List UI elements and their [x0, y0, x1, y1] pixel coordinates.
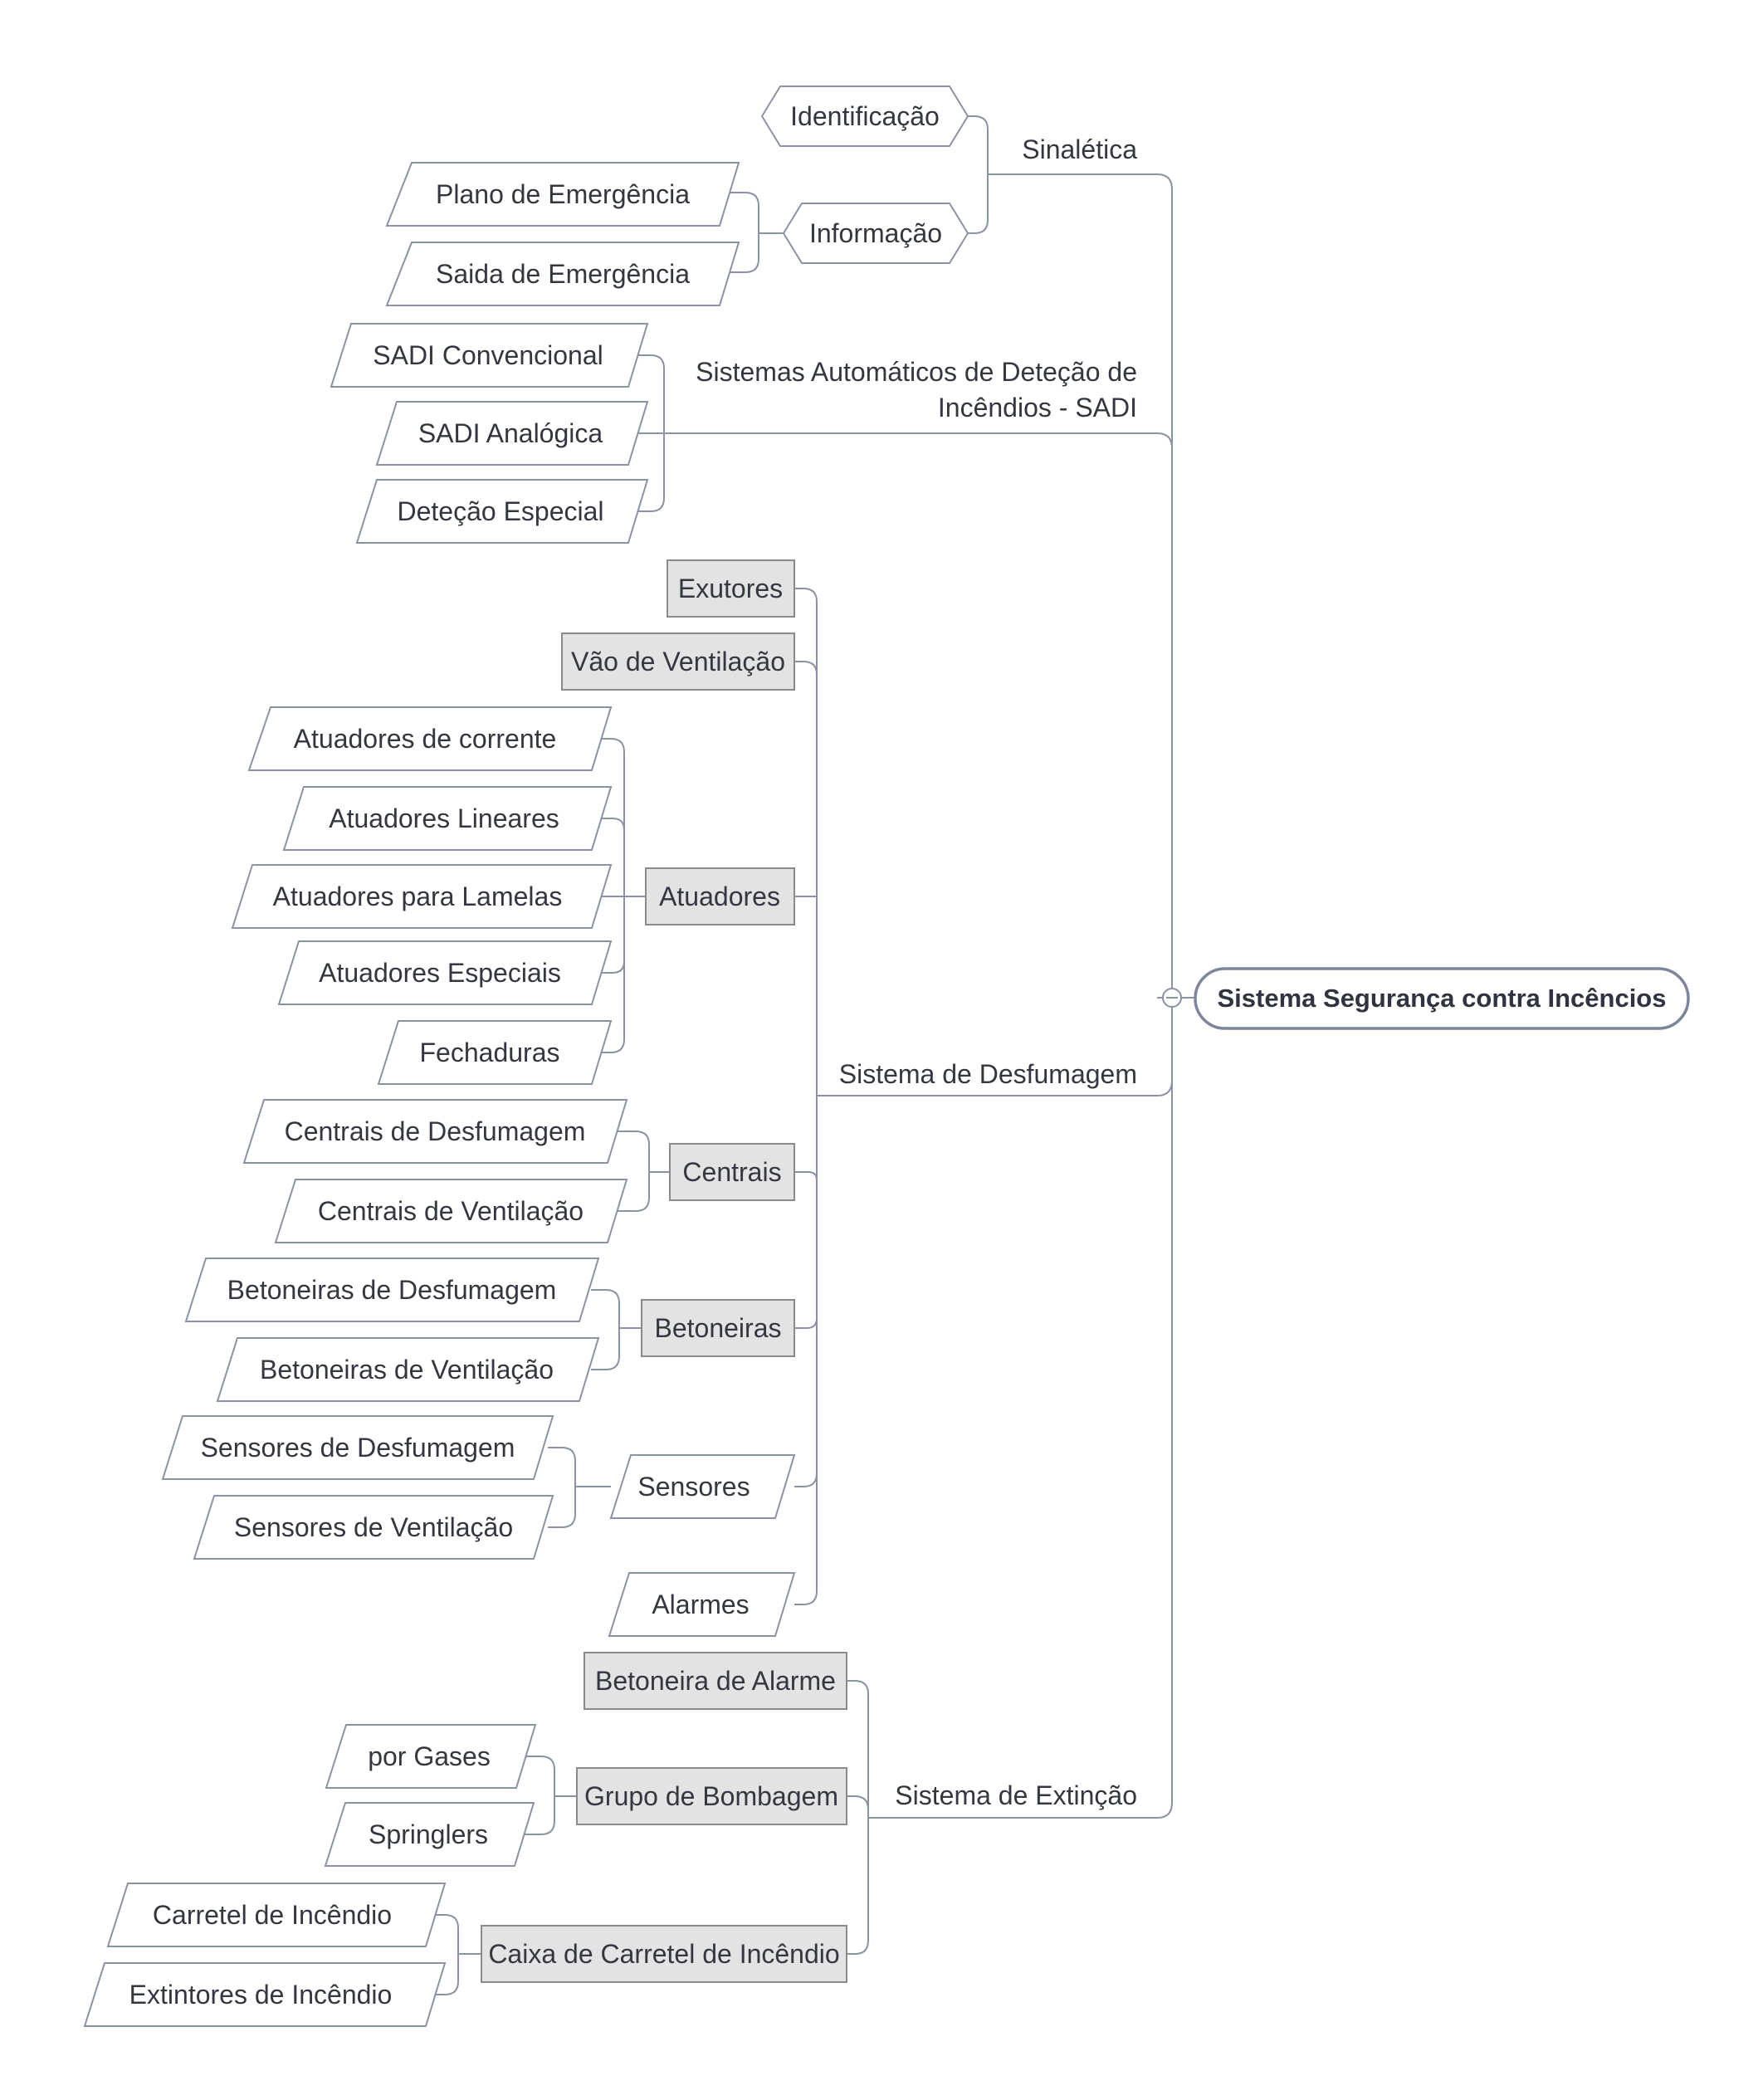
node-betoneiras-label: Betoneiras [655, 1313, 782, 1343]
node-por-gases-label: por Gases [368, 1741, 491, 1771]
sinaletica-connector [968, 115, 989, 234]
node-fechaduras[interactable]: Fechaduras [377, 1020, 613, 1085]
caixa-carretel-connector [426, 1914, 481, 1995]
node-grupo-bombagem[interactable]: Grupo de Bombagem [576, 1767, 847, 1825]
node-betoneiras[interactable]: Betoneiras [641, 1299, 795, 1357]
node-vao-ventilacao-label: Vão de Ventilação [571, 647, 785, 676]
node-alarmes[interactable]: Alarmes [608, 1572, 796, 1637]
node-centrais-ventilacao[interactable]: Centrais de Ventilação [274, 1179, 628, 1243]
root-label: Sistema Segurança contra Incêncios [1218, 984, 1667, 1013]
node-identificacao[interactable]: Identificação [760, 85, 969, 147]
node-sensores-desfumagem-label: Sensores de Desfumagem [201, 1433, 515, 1463]
node-centrais-ventilacao-label: Centrais de Ventilação [318, 1196, 584, 1226]
node-sadi-analogica-label: SADI Analógica [418, 418, 603, 448]
node-exutores-label: Exutores [678, 574, 783, 603]
node-atuadores-corrente-label: Atuadores de corrente [294, 724, 557, 754]
node-sensores-ventilacao[interactable]: Sensores de Ventilação [193, 1495, 554, 1560]
node-sadi-analogica[interactable]: SADI Analógica [375, 401, 649, 466]
node-betoneira-alarme-label: Betoneira de Alarme [595, 1666, 836, 1696]
node-centrais-desfumagem[interactable]: Centrais de Desfumagem [242, 1099, 628, 1164]
node-betoneiras-desfumagem[interactable]: Betoneiras de Desfumagem [184, 1258, 600, 1322]
node-plano-emergencia-label: Plano de Emergência [436, 179, 690, 209]
node-carretel-incendio[interactable]: Carretel de Incêndio [106, 1883, 447, 1947]
atuadores-connector [592, 738, 646, 1053]
node-deteccao-especial-label: Deteção Especial [397, 496, 603, 526]
node-extintores-incendio-label: Extintores de Incêndio [129, 1980, 393, 2010]
connectors [426, 115, 1195, 1995]
root-node[interactable]: Sistema Segurança contra Incêncios [1194, 967, 1690, 1030]
node-centrais-label: Centrais [682, 1157, 781, 1187]
node-sensores-label: Sensores [637, 1472, 750, 1502]
node-betoneiras-ventilacao-label: Betoneiras de Ventilação [260, 1355, 554, 1385]
node-informacao[interactable]: Informação [782, 203, 969, 264]
betoneiras-connector [591, 1289, 642, 1370]
node-centrais-desfumagem-label: Centrais de Desfumagem [285, 1116, 586, 1146]
node-atuadores-especiais-label: Atuadores Especiais [319, 958, 561, 988]
node-atuadores[interactable]: Atuadores [645, 867, 795, 925]
node-informacao-label: Informação [809, 218, 942, 248]
node-extintores-incendio[interactable]: Extintores de Incêndio [83, 1962, 447, 2027]
node-springlers-label: Springlers [369, 1819, 488, 1849]
node-atuadores-lineares-label: Atuadores Lineares [329, 803, 559, 833]
node-carretel-incendio-label: Carretel de Incêndio [153, 1900, 392, 1930]
informacao-connector [720, 192, 784, 273]
node-atuadores-lamelas[interactable]: Atuadores para Lamelas [231, 864, 613, 929]
branch-sadi-line1[interactable]: Sistemas Automáticos de Deteção de [696, 357, 1137, 387]
node-fechaduras-label: Fechaduras [420, 1038, 560, 1067]
node-atuadores-lamelas-label: Atuadores para Lamelas [273, 882, 563, 911]
node-vao-ventilacao[interactable]: Vão de Ventilação [561, 632, 795, 691]
node-identificacao-label: Identificação [790, 101, 940, 131]
node-sensores[interactable]: Sensores [609, 1454, 796, 1519]
sadi-connector [628, 354, 679, 512]
node-betoneiras-ventilacao[interactable]: Betoneiras de Ventilação [216, 1337, 600, 1402]
node-caixa-carretel[interactable]: Caixa de Carretel de Incêndio [481, 1925, 847, 1983]
sensores-connector [548, 1447, 611, 1528]
node-plano-emergencia[interactable]: Plano de Emergência [385, 162, 740, 227]
node-grupo-bombagem-label: Grupo de Bombagem [584, 1781, 838, 1811]
branch-desfumagem[interactable]: Sistema de Desfumagem [839, 1059, 1137, 1089]
node-exutores[interactable]: Exutores [667, 559, 795, 618]
node-deteccao-especial[interactable]: Deteção Especial [355, 479, 649, 544]
node-atuadores-corrente[interactable]: Atuadores de corrente [247, 706, 613, 771]
branch-sinaletica[interactable]: Sinalética [1022, 134, 1137, 164]
node-saida-emergencia[interactable]: Saida de Emergência [385, 242, 740, 306]
grupo-bombagem-connector [515, 1756, 577, 1835]
node-sensores-ventilacao-label: Sensores de Ventilação [234, 1512, 513, 1542]
node-atuadores-especiais[interactable]: Atuadores Especiais [277, 940, 613, 1005]
node-sadi-convencional[interactable]: SADI Convencional [330, 323, 649, 388]
node-atuadores-label: Atuadores [659, 882, 780, 911]
node-betoneiras-desfumagem-label: Betoneiras de Desfumagem [227, 1275, 557, 1305]
node-saida-emergencia-label: Saida de Emergência [436, 259, 690, 289]
branch-extincao[interactable]: Sistema de Extinção [895, 1780, 1137, 1810]
branch-sadi-line2[interactable]: Incêndios - SADI [938, 393, 1137, 422]
desfumagem-connector [794, 588, 820, 1605]
node-sadi-convencional-label: SADI Convencional [373, 340, 603, 370]
node-atuadores-lineares[interactable]: Atuadores Lineares [282, 786, 613, 851]
root-spine [679, 173, 1195, 1819]
node-centrais[interactable]: Centrais [669, 1143, 795, 1201]
node-springlers[interactable]: Springlers [324, 1802, 535, 1867]
extincao-connector [847, 1680, 872, 1955]
centrais-connector [615, 1131, 670, 1212]
node-sensores-desfumagem[interactable]: Sensores de Desfumagem [161, 1415, 554, 1480]
node-por-gases[interactable]: por Gases [325, 1724, 537, 1789]
node-alarmes-label: Alarmes [652, 1590, 749, 1619]
node-caixa-carretel-label: Caixa de Carretel de Incêndio [488, 1939, 839, 1969]
node-betoneira-alarme[interactable]: Betoneira de Alarme [584, 1652, 847, 1710]
